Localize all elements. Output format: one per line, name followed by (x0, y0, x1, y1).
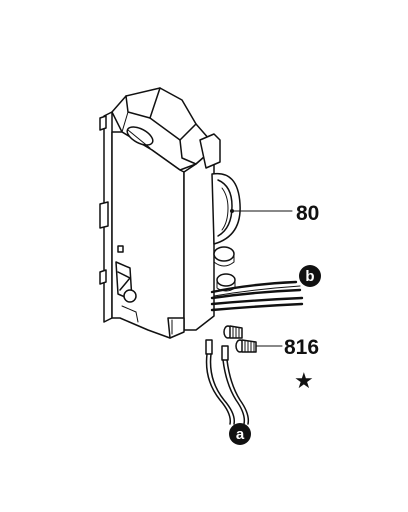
screws-816 (223, 325, 257, 353)
part-label-816: 816 (284, 336, 319, 359)
callout-b-letter: b (305, 268, 314, 285)
part-label-80: 80 (296, 202, 319, 225)
leader-dot-80 (230, 209, 234, 213)
star-marker: ★ (294, 369, 314, 394)
wire-bundle-b (210, 280, 304, 312)
switch-housing (99, 87, 221, 339)
part-80-body (211, 172, 241, 292)
callout-b: b (299, 265, 321, 287)
callout-a: a (229, 423, 251, 445)
wire-pair-a (205, 339, 250, 425)
callout-a-letter: a (236, 426, 245, 443)
